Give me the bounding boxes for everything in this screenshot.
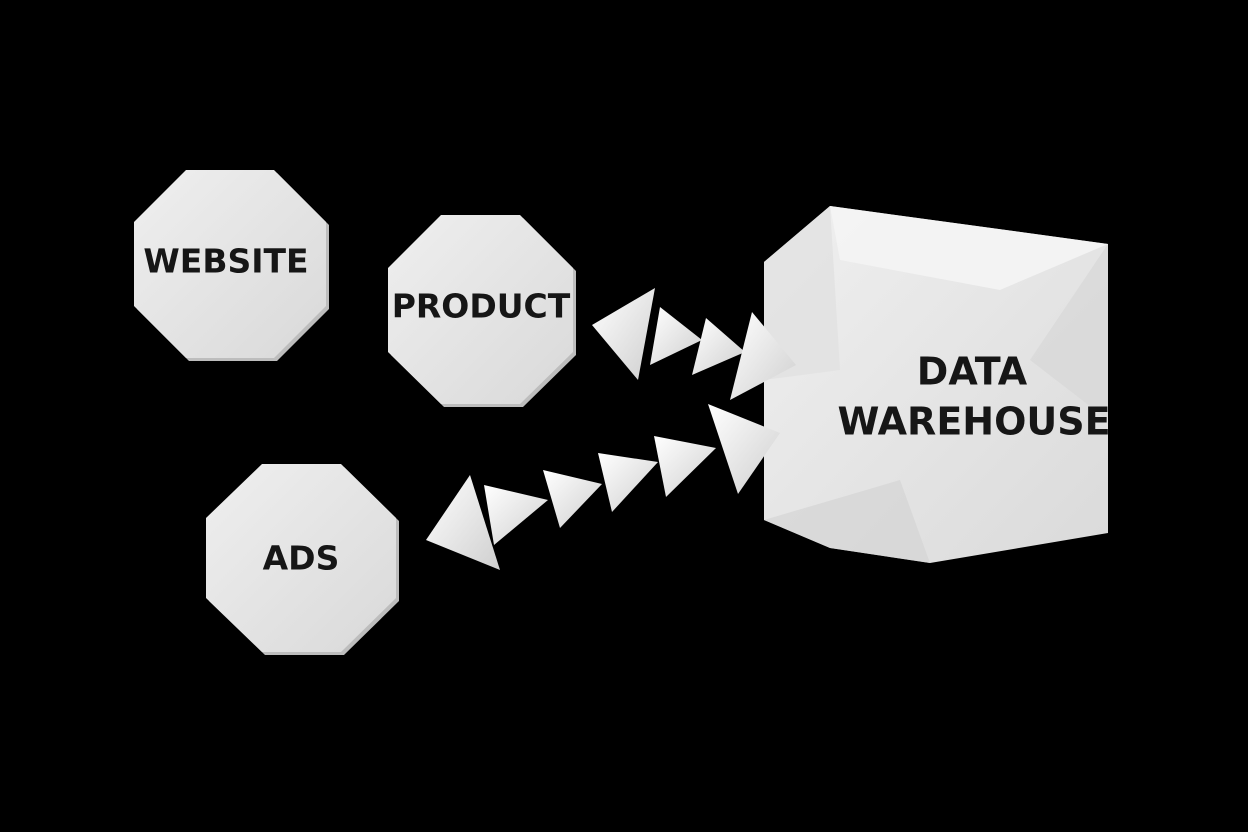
warehouse-node: DATA WAREHOUSE (764, 206, 1111, 563)
warehouse-cube (764, 206, 1108, 563)
product-octagon (388, 215, 573, 404)
connector-warehouse-product (592, 288, 796, 400)
website-node: WEBSITE (134, 170, 329, 361)
arrowhead-icon (598, 453, 658, 512)
warehouse-facet-left (764, 206, 840, 380)
product-node: PRODUCT (388, 215, 576, 407)
warehouse-label-line2: WAREHOUSE (837, 400, 1110, 444)
connector-warehouse-ads (426, 404, 780, 570)
ads-label: ADS (263, 539, 340, 578)
arrowhead-icon (426, 475, 500, 570)
ads-octagon (206, 464, 396, 652)
warehouse-facet-right (1030, 244, 1108, 420)
arrowhead-icon (543, 470, 602, 528)
arrowhead-icon (654, 436, 716, 497)
website-octagon (134, 170, 326, 358)
warehouse-label-line1: DATA (917, 350, 1028, 394)
product-label: PRODUCT (392, 287, 571, 326)
arrowhead-icon (650, 307, 702, 365)
warehouse-facet-bottom (764, 480, 930, 563)
website-label: WEBSITE (143, 242, 308, 281)
arrowhead-icon (592, 288, 655, 380)
arrowhead-icon (484, 485, 548, 545)
arrowhead-icon (730, 312, 796, 400)
warehouse-facet-top (830, 206, 1108, 290)
arrowhead-icon (692, 318, 745, 375)
ads-node: ADS (206, 464, 399, 655)
arrowhead-icon (708, 404, 780, 494)
